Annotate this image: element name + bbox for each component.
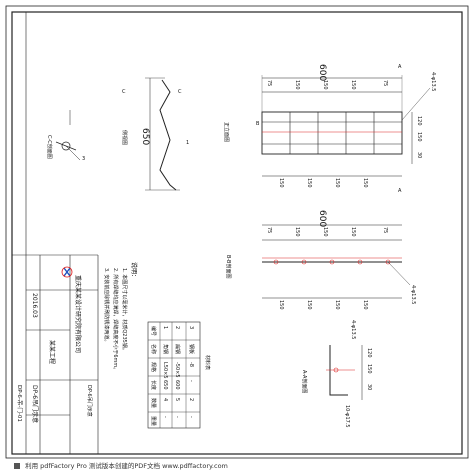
c-c-label: C-C剖面图 — [46, 135, 53, 159]
mid-seg-4: 150 — [350, 227, 356, 237]
drawing-number: DP-6-吊-门-01 — [16, 385, 24, 422]
side-view-label: 侧视图 — [121, 130, 128, 145]
side-height-dim: 650 — [140, 128, 150, 145]
mid-seg-3: 150 — [322, 227, 328, 237]
mid-seg-1: 75 — [266, 227, 272, 233]
b-b-label: B-B剖面图 — [225, 255, 232, 279]
c-c-part-3: 3 — [82, 156, 85, 162]
bom-header-5: 数量 — [150, 398, 157, 408]
bom-cell: 角钢 — [162, 344, 169, 354]
mid-seg-5: 75 — [382, 227, 388, 233]
bom-cell: 1 — [162, 326, 168, 329]
a-hole-note-top: 4-φ13.5 — [350, 320, 356, 339]
a-dim-2: 150 — [366, 364, 372, 374]
bom-cell: - — [174, 416, 180, 418]
bom-header-4: 长度 — [150, 380, 157, 390]
a-hole-note-bottom: 10-φ17.5 — [344, 405, 350, 428]
drawing-name: DP-6吊门示意 — [31, 385, 39, 423]
bom-cell: 钢板 — [188, 344, 195, 354]
b-b-section-view: 600 75 150 150 150 75 150 150 150 150 4-… — [225, 210, 416, 310]
top-seg-1: 75 — [266, 80, 272, 86]
mid-bottom-seg-3: 150 — [334, 300, 340, 310]
bom-table: 材料表 编号 名称 规格 长度 数量 重量 1 角钢 L50×5 650 4 -… — [147, 321, 211, 429]
bom-cell: L50×5 — [162, 362, 168, 379]
bom-cell: 650 — [162, 380, 168, 390]
side-mark-c-left: C — [122, 89, 126, 95]
sheet-border-inner — [11, 11, 463, 455]
bom-cell: -50×5 — [174, 362, 180, 378]
top-hole-note: 4-φ13.5 — [430, 72, 436, 91]
top-total-dim: 600 — [317, 64, 327, 81]
c-c-section: C-C剖面图 3 — [46, 110, 85, 162]
side-mark-c-right: C — [178, 89, 182, 95]
a-a-section-view: 120 150 30 4-φ13.5 10-φ17.5 A-A剖面图 — [301, 320, 372, 428]
company-name: 重庆某某设计研究院有限公司 — [74, 275, 82, 353]
mid-bottom-seg-4: 150 — [362, 300, 368, 310]
mid-bottom-seg-1: 150 — [278, 300, 284, 310]
top-right-dim-3: 30 — [416, 152, 422, 158]
top-seg-4: 150 — [350, 80, 356, 90]
top-seg-2: 150 — [294, 80, 300, 90]
bom-cell: 2 — [188, 398, 194, 401]
drawing-name-2: DP-6吊门示意 — [86, 385, 93, 417]
top-seg-5: 75 — [382, 80, 388, 86]
pdf-footer-text: 利用 pdfFactory Pro 测试版本创建的PDF文档 www.pdffa… — [25, 462, 228, 470]
top-bottom-seg-1: 150 — [278, 178, 284, 188]
mid-hole-note: 4-φ13.5 — [410, 285, 416, 304]
project-name: 某某工程 — [48, 340, 56, 364]
top-frame-view: 600 75 150 150 150 75 150 150 150 150 12… — [256, 64, 436, 194]
a-a-label: A-A剖面图 — [301, 370, 308, 393]
pdf-footer: 利用 pdfFactory Pro 测试版本创建的PDF文档 www.pdffa… — [0, 458, 474, 474]
bom-cell: - — [162, 416, 168, 418]
note-line-2: 2. 所有焊缝均应满焊，焊缝高度不小于6mm。 — [112, 268, 119, 372]
notes-block: 说明： 1. 本图尺寸以毫米计，材质Q235钢。 2. 所有焊缝均应满焊，焊缝高… — [103, 262, 138, 372]
company-logo — [61, 266, 73, 278]
top-bottom-seg-2: 150 — [306, 178, 312, 188]
bom-header-1: 编号 — [150, 326, 157, 336]
bom-cell: 600 — [174, 380, 180, 390]
bom-header-2: 名称 — [150, 344, 157, 354]
bom-header-3: 规格 — [150, 362, 157, 372]
drawing-date: 2016.03 — [31, 293, 38, 318]
a-dim-1: 120 — [366, 348, 372, 358]
top-right-dim-2: 150 — [416, 132, 422, 142]
front-view-label: 正立面图 — [223, 122, 230, 142]
bom-header-6: 重量 — [150, 416, 157, 426]
notes-title: 说明： — [130, 262, 138, 280]
mid-seg-2: 150 — [294, 227, 300, 237]
bom-cell: 4 — [162, 398, 168, 401]
pdffactory-logo-icon — [14, 463, 20, 469]
title-block: 重庆某某设计研究院有限公司 某某工程 DP-6吊门示意 2016.03 DP-6… — [12, 12, 99, 454]
top-seg-3: 150 — [322, 80, 328, 90]
mid-bottom-seg-2: 150 — [306, 300, 312, 310]
a-dim-3: 30 — [366, 384, 372, 390]
top-right-dim-1: 120 — [416, 116, 422, 126]
note-line-3: 3. 安装前应除锈并刷防锈漆两道。 — [103, 268, 110, 344]
bom-cell: 5 — [174, 398, 180, 401]
bom-cell: 扁钢 — [174, 344, 181, 354]
side-part-1: 1 — [186, 140, 189, 146]
note-line-1: 1. 本图尺寸以毫米计，材质Q235钢。 — [121, 268, 128, 353]
bom-cell: 2 — [174, 326, 180, 329]
bom-cell: - — [188, 416, 194, 418]
top-mark-b: B — [256, 121, 260, 127]
top-bottom-seg-3: 150 — [334, 178, 340, 188]
bom-cell: -8 — [188, 362, 194, 367]
bom-cell: - — [188, 380, 194, 382]
top-mark-a: A — [398, 64, 402, 70]
side-view: 650 C C 1 侧视图 — [121, 77, 189, 191]
bom-title: 材料表 — [204, 355, 211, 370]
mid-total-dim: 600 — [317, 210, 327, 227]
sheet-border-outer — [5, 5, 469, 459]
top-mark-a-bottom: A — [398, 188, 402, 194]
bom-cell: 3 — [188, 326, 194, 329]
top-bottom-seg-4: 150 — [362, 178, 368, 188]
